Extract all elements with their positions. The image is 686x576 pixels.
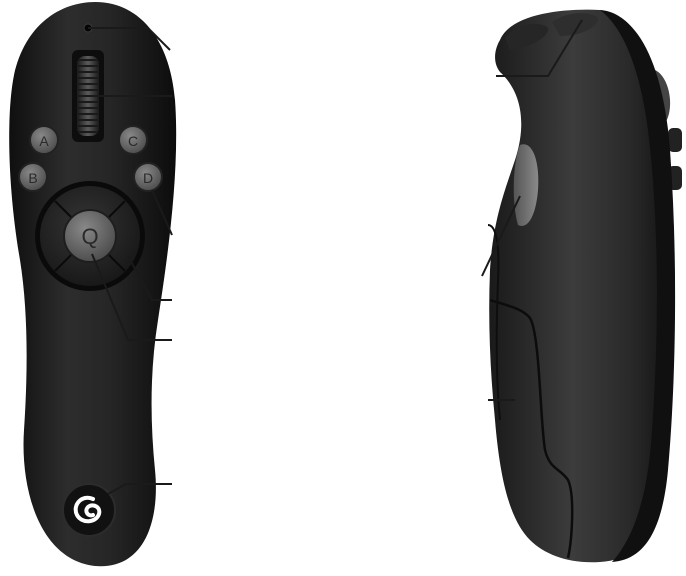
button-q[interactable]: Q <box>63 209 117 263</box>
side-callouts <box>481 19 583 401</box>
side-trigger-highlight[interactable] <box>513 144 539 226</box>
callout-dpad-right <box>127 255 172 301</box>
callout-led <box>88 27 171 51</box>
button-c[interactable]: C <box>118 125 148 155</box>
button-d[interactable]: D <box>133 162 163 192</box>
button-c-label: C <box>128 133 138 149</box>
callout-power <box>107 483 172 495</box>
logo-swirl-icon[interactable] <box>62 483 116 537</box>
front-callouts <box>88 27 173 495</box>
callout-trigger <box>481 195 521 277</box>
button-b[interactable]: B <box>18 162 48 192</box>
side-top-buttons[interactable] <box>505 13 598 50</box>
side-view <box>481 9 682 563</box>
ribbed-wheel-icon[interactable] <box>72 50 104 142</box>
button-d-label: D <box>143 170 153 186</box>
button-b-label: B <box>28 170 37 186</box>
side-remote-body <box>489 9 675 563</box>
callout-button-d <box>151 189 173 236</box>
button-a[interactable]: A <box>29 125 59 155</box>
button-a-label: A <box>39 133 49 149</box>
callout-dpad-down <box>91 253 172 341</box>
button-q-label: Q <box>81 224 98 249</box>
battery-cover-seam <box>489 298 574 559</box>
side-button-top[interactable] <box>668 128 682 152</box>
callout-top-buttons <box>496 19 583 77</box>
side-grip-step <box>487 224 501 421</box>
front-view: A B C D Q <box>9 2 177 567</box>
side-front-edge <box>600 10 676 562</box>
